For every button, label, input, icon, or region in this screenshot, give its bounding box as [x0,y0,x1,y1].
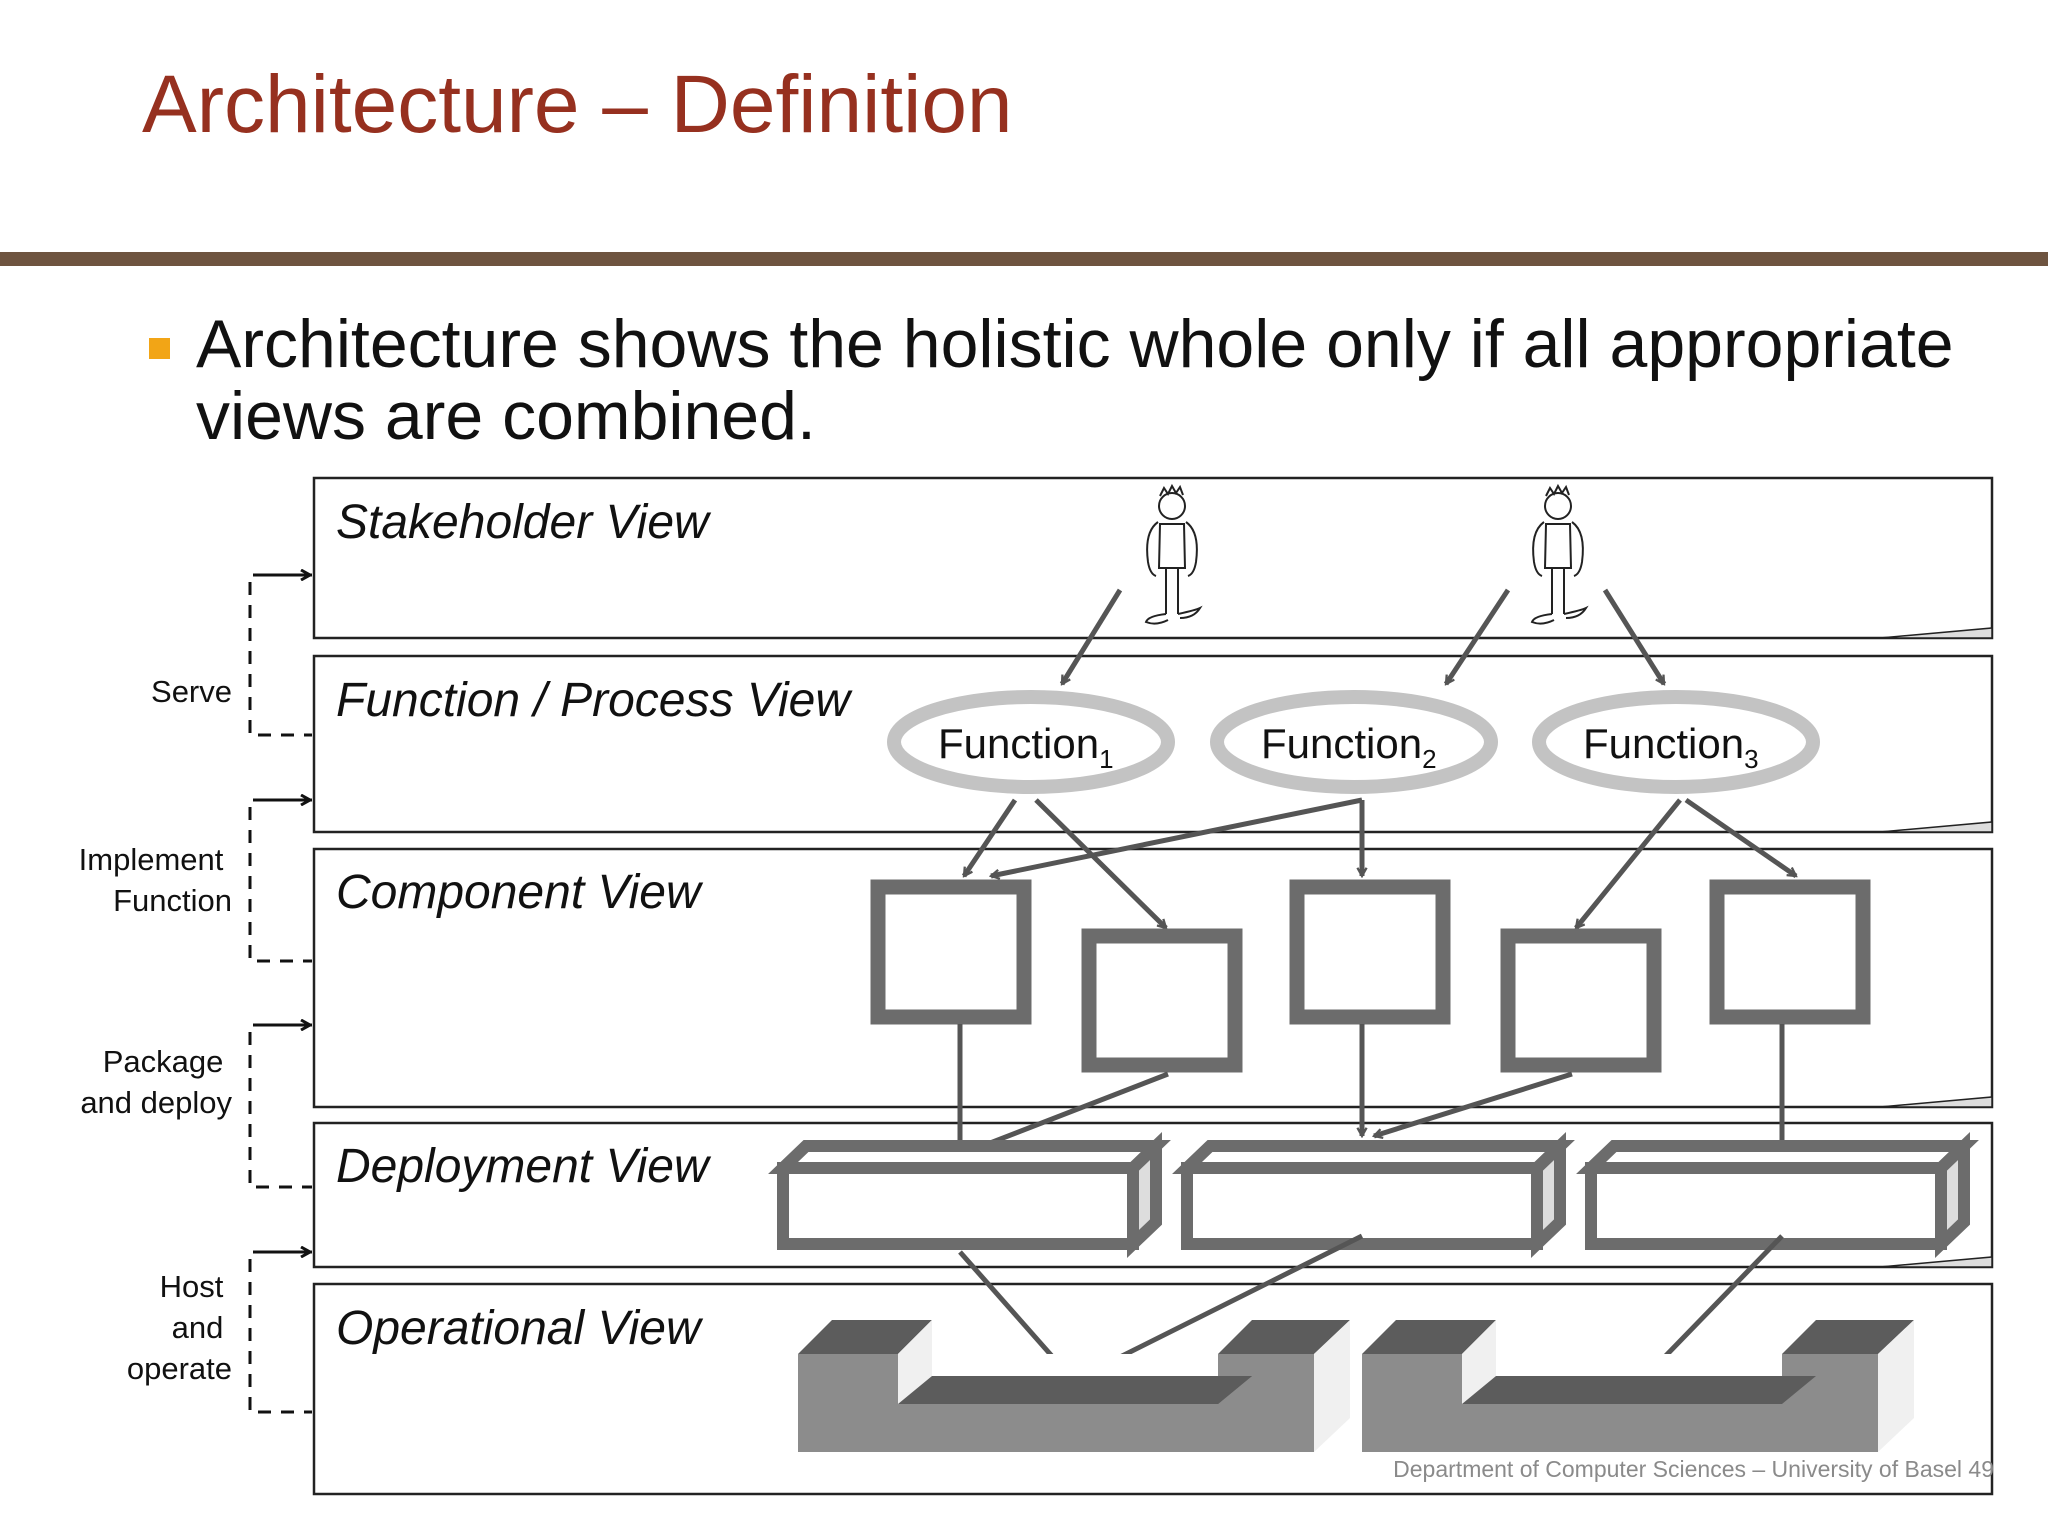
view-label-function: Function / Process View [336,674,853,727]
function-3-label: Function3 [1583,720,1759,774]
function-ellipses [887,690,1820,794]
relation-label-deploy: Package and deploy [80,1044,232,1120]
relation-label-serve: Serve [151,674,232,709]
view-label-operational: Operational View [336,1302,704,1355]
function-1-label: Function1 [938,720,1114,774]
operational-host [798,1320,1350,1452]
view-label-stakeholder: Stakeholder View [336,496,712,549]
stakeholder-person-icon [1530,483,1589,625]
relation-label-host: Host and operate [127,1269,232,1386]
page-title: Architecture – Definition [142,59,1013,150]
title-divider [0,252,2048,266]
component-box [1081,928,1243,1073]
view-label-deployment: Deployment View [336,1140,712,1193]
operational-hosts [798,1320,1914,1452]
function-2-label: Function2 [1261,720,1437,774]
component-boxes [870,879,1871,1073]
deployment-unit [1172,1131,1575,1259]
operational-host [1362,1320,1914,1452]
implement-arrows [961,797,1796,928]
deployment-unit [768,1131,1171,1259]
bullet-text: Architecture shows the holistic whole on… [196,306,1954,454]
relation-brackets [248,575,312,1414]
component-box [1500,928,1662,1073]
relation-label-implement: Implement Function [79,842,232,918]
function-2-ellipse [1210,690,1498,794]
component-box [1709,879,1871,1025]
deployment-unit [1576,1131,1979,1259]
stakeholder-view-panel [312,476,1994,640]
deploy-arrows [960,1024,1782,1150]
serve-arrows [1059,588,1667,684]
function-3-ellipse [1532,690,1820,794]
component-box [1289,879,1451,1025]
footer: Department of Computer Sciences – Univer… [1393,1456,1994,1482]
host-arrows [958,1233,1784,1375]
stakeholder-person-icon [1144,483,1203,625]
view-label-component: Component View [336,866,704,919]
component-box [870,879,1032,1025]
bullet-marker [149,338,170,359]
function-1-ellipse [887,690,1175,794]
deployment-units [768,1131,1979,1259]
